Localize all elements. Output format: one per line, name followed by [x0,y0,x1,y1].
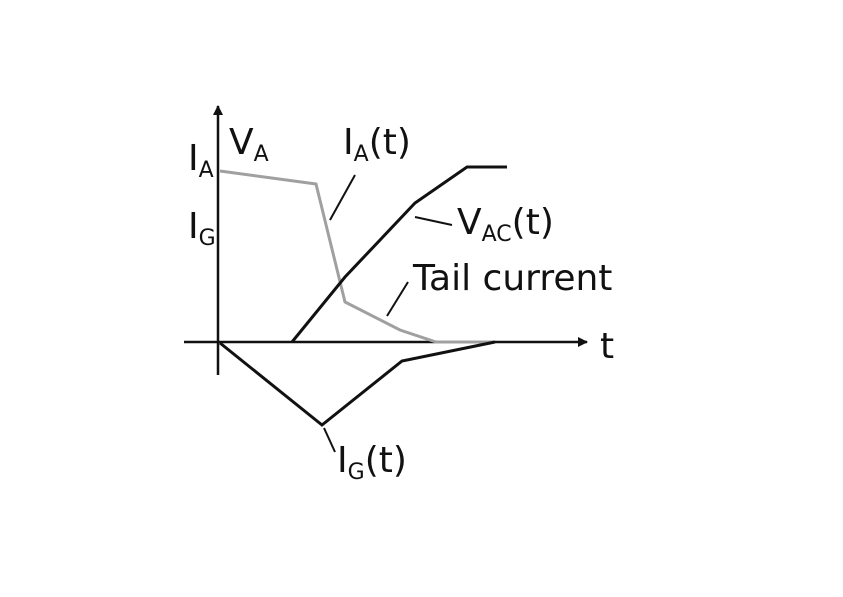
ia-leader-line [329,174,356,221]
label-ia-axis: IA [188,138,214,183]
label-ia-curve: IA(t) [343,122,411,167]
anode-cathode-voltage-curve [290,165,507,343]
label-vac-curve: VAC(t) [457,202,554,247]
label-ig-curve: IG(t) [337,440,407,485]
tail-leader-line [386,281,409,317]
label-ig-axis: IG [188,206,216,251]
label-va-axis: VA [229,122,269,167]
vac-leader-line [414,216,453,226]
label-tail-current: Tail current [412,258,612,299]
ig-leader-line [323,427,336,453]
gate-current-curve [219,340,496,427]
anode-current-curve [219,169,493,344]
label-time-axis: t [600,326,614,367]
